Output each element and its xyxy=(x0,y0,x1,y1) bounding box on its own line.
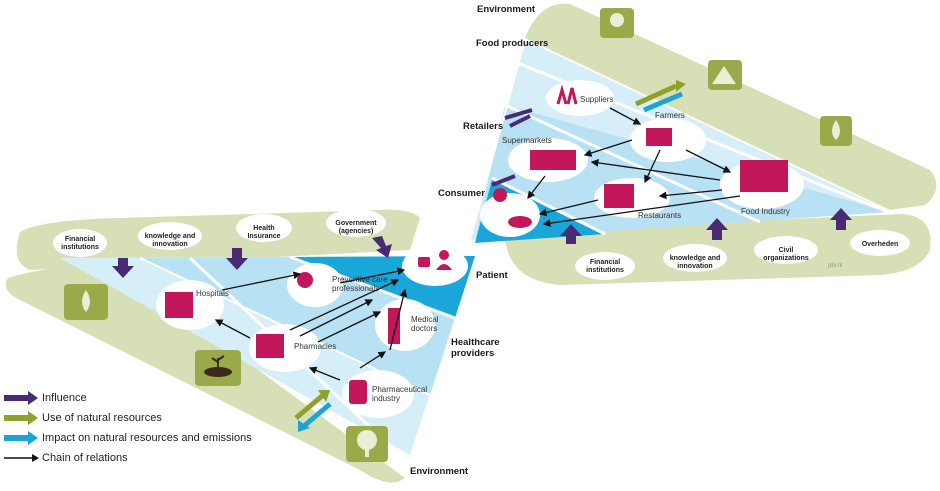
mountain-icon xyxy=(708,60,742,90)
health-chain-arrows xyxy=(214,267,408,381)
farm-icon xyxy=(646,128,672,146)
chain-arrow-icon xyxy=(4,454,39,462)
node-food-industry: Food Industry xyxy=(720,160,804,216)
hospital-icon xyxy=(165,292,193,318)
legend-item-chain: Chain of relations xyxy=(4,448,284,468)
svg-text:Government(agencies): Government(agencies) xyxy=(335,220,377,235)
layer-label-retailers: Retailers xyxy=(463,121,503,132)
legend-item-natural-resources: Use of natural resources xyxy=(4,408,284,428)
health-resource-arrows xyxy=(294,390,332,432)
health-stakeholder-pill: Government(agencies) xyxy=(326,209,386,237)
food-stakeholder-pill: Overheden xyxy=(850,230,910,256)
node-patient xyxy=(402,246,468,286)
layer-label-food-producers: Food producers xyxy=(476,38,548,49)
health-stakeholder-band xyxy=(16,209,421,270)
food-chain-arrows xyxy=(527,107,741,227)
consumer-person-icon xyxy=(493,188,507,202)
credit-text: pbl.nl xyxy=(828,263,842,269)
water-drop-icon xyxy=(820,116,852,146)
layer-label-environment-health: Environment xyxy=(410,466,469,477)
node-supermarkets: Supermarkets xyxy=(502,136,588,182)
factory-icon xyxy=(740,160,788,192)
svg-text:Food Industry: Food Industry xyxy=(741,207,790,216)
layer-label-patient: Patient xyxy=(476,270,509,281)
node-suppliers: Suppliers xyxy=(546,80,614,116)
medical-doctor-icon xyxy=(388,308,400,344)
node-hospitals: Hospitals xyxy=(156,280,229,330)
health-influence-arrows xyxy=(112,236,392,278)
medicine-bottle-icon xyxy=(349,380,367,404)
wheat-icon xyxy=(556,84,578,105)
restaurant-icon xyxy=(604,184,634,208)
svg-text:Farmers: Farmers xyxy=(655,111,685,120)
food-influence-arrows xyxy=(491,108,852,244)
svg-text:Hospitals: Hospitals xyxy=(196,289,229,298)
food-resource-arrows xyxy=(634,80,686,113)
resource-arrow-icon xyxy=(4,411,38,425)
svg-text:Supermarkets: Supermarkets xyxy=(502,136,552,145)
tractor-icon xyxy=(600,8,634,38)
svg-text:Pharmacies: Pharmacies xyxy=(294,342,336,351)
tree-icon xyxy=(346,426,388,462)
layer-label-consumer: Consumer xyxy=(438,188,485,199)
water-drop-icon xyxy=(64,284,108,320)
node-consumer xyxy=(480,188,540,237)
food-system: Environment Food producers Retailers Con… xyxy=(438,3,937,285)
patient-person-icon xyxy=(439,250,449,260)
supermarket-icon xyxy=(530,150,576,170)
layer-label-environment-food: Environment xyxy=(477,4,536,15)
food-environment-band xyxy=(525,3,937,210)
legend-item-impact: Impact on natural resources and emission… xyxy=(4,428,284,448)
patient-icon xyxy=(418,257,430,267)
influence-arrow-icon xyxy=(4,391,38,405)
svg-text:Overheden: Overheden xyxy=(862,241,899,248)
legend-item-influence: Influence xyxy=(4,388,284,408)
plate-icon xyxy=(508,216,532,228)
legend: Influence Use of natural resources Impac… xyxy=(4,388,284,468)
svg-text:Restaurants: Restaurants xyxy=(638,211,681,220)
node-restaurants: Restaurants xyxy=(594,178,681,220)
svg-text:Suppliers: Suppliers xyxy=(580,95,613,104)
node-pharmacies: Pharmacies xyxy=(249,324,336,372)
pharmacy-icon xyxy=(256,334,284,358)
soil-plant-icon xyxy=(195,350,241,386)
impact-arrow-icon xyxy=(4,431,38,445)
